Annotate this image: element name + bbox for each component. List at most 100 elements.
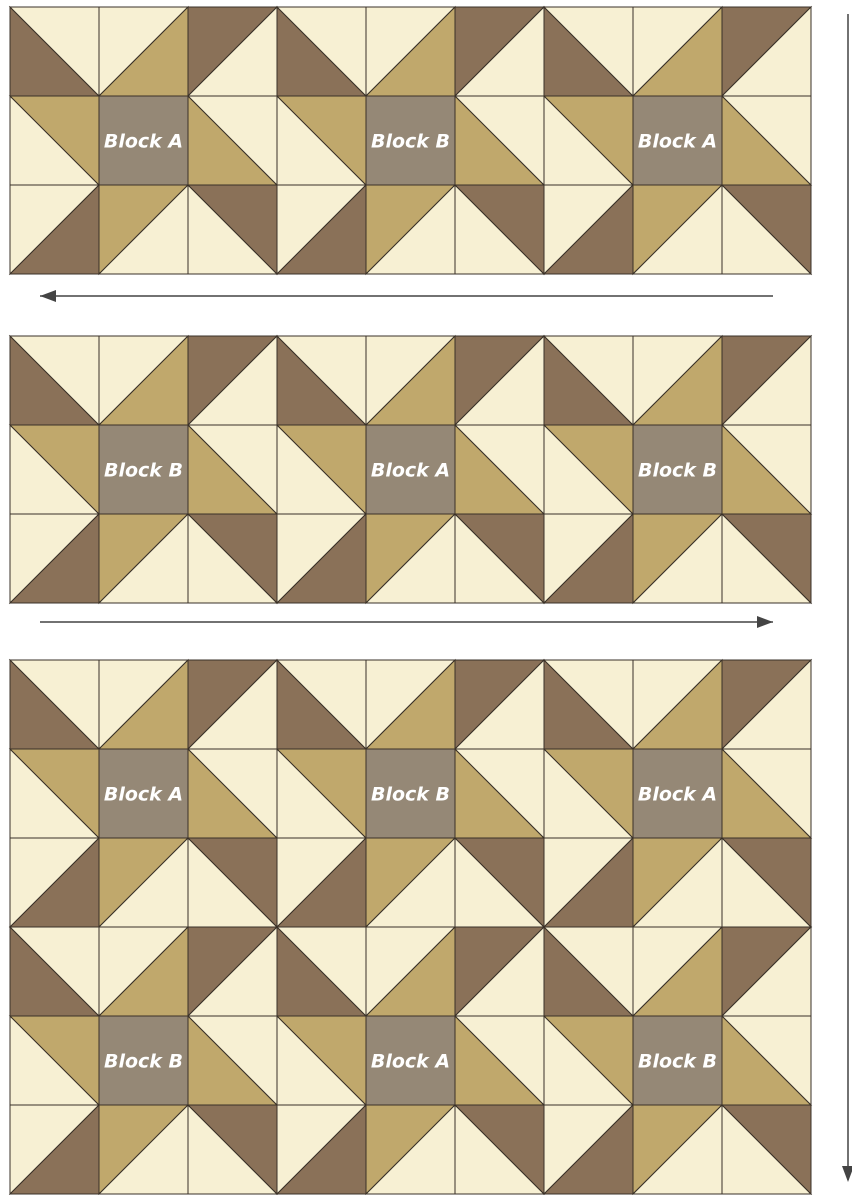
half-square-triangle [188, 838, 277, 927]
half-square-triangle [722, 7, 811, 96]
half-square-triangle [277, 514, 366, 603]
half-square-triangle [722, 185, 811, 274]
column-direction-arrow-down [842, 14, 852, 1182]
half-square-triangle [366, 927, 455, 1016]
half-square-triangle [544, 7, 633, 96]
half-square-triangle [99, 927, 188, 1016]
quilt-block: Block B [544, 336, 811, 603]
half-square-triangle [188, 1016, 277, 1105]
half-square-triangle [633, 336, 722, 425]
half-square-triangle [455, 514, 544, 603]
quilt-panel-row-2: Block B Block A Block B [10, 336, 811, 603]
half-square-triangle [277, 838, 366, 927]
half-square-triangle [544, 1016, 633, 1105]
quilt-block: Block B [544, 927, 811, 1194]
half-square-triangle [277, 7, 366, 96]
half-square-triangle [99, 838, 188, 927]
half-square-triangle [188, 514, 277, 603]
half-square-triangle [455, 336, 544, 425]
half-square-triangle [277, 336, 366, 425]
block-label: Block A [638, 784, 717, 806]
half-square-triangle [455, 660, 544, 749]
half-square-triangle [722, 927, 811, 1016]
block-label: Block A [371, 460, 450, 482]
block-label: Block A [104, 784, 183, 806]
block-label: Block B [371, 131, 450, 153]
half-square-triangle [544, 660, 633, 749]
half-square-triangle [722, 1016, 811, 1105]
half-square-triangle [366, 7, 455, 96]
half-square-triangle [722, 336, 811, 425]
half-square-triangle [277, 660, 366, 749]
half-square-triangle [722, 425, 811, 514]
quilt-block: Block A [10, 660, 277, 927]
block-label: Block A [638, 131, 717, 153]
block-label: Block B [638, 1051, 717, 1073]
half-square-triangle [722, 660, 811, 749]
half-square-triangle [10, 336, 99, 425]
half-square-triangle [455, 749, 544, 838]
block-label: Block B [104, 460, 183, 482]
half-square-triangle [10, 185, 99, 274]
half-square-triangle [188, 7, 277, 96]
half-square-triangle [366, 514, 455, 603]
half-square-triangle [633, 514, 722, 603]
half-square-triangle [633, 1105, 722, 1194]
block-label: Block A [104, 131, 183, 153]
half-square-triangle [10, 425, 99, 514]
half-square-triangle [10, 660, 99, 749]
half-square-triangle [544, 1105, 633, 1194]
half-square-triangle [722, 1105, 811, 1194]
half-square-triangle [722, 838, 811, 927]
half-square-triangle [99, 7, 188, 96]
half-square-triangle [188, 425, 277, 514]
half-square-triangle [366, 660, 455, 749]
half-square-triangle [277, 96, 366, 185]
half-square-triangle [10, 1016, 99, 1105]
half-square-triangle [366, 185, 455, 274]
half-square-triangle [10, 749, 99, 838]
half-square-triangle [188, 185, 277, 274]
half-square-triangle [10, 838, 99, 927]
half-square-triangle [277, 425, 366, 514]
half-square-triangle [544, 336, 633, 425]
half-square-triangle [633, 660, 722, 749]
quilt-block: Block B [10, 336, 277, 603]
quilt-block: Block B [10, 927, 277, 1194]
half-square-triangle [188, 927, 277, 1016]
half-square-triangle [544, 514, 633, 603]
half-square-triangle [277, 1016, 366, 1105]
half-square-triangle [366, 838, 455, 927]
quilt-block: Block A [277, 336, 544, 603]
quilt-panel-row-1: Block A Block B Block A [10, 7, 811, 274]
half-square-triangle [455, 185, 544, 274]
half-square-triangle [455, 1105, 544, 1194]
row-direction-arrow-right [40, 616, 773, 628]
half-square-triangle [722, 749, 811, 838]
quilt-block: Block A [544, 7, 811, 274]
quilt-panel-rows-joined: Block ABlock BBlock ABlock BBlock ABlock… [10, 660, 811, 1194]
half-square-triangle [99, 185, 188, 274]
quilt-block: Block A [544, 660, 811, 927]
half-square-triangle [455, 1016, 544, 1105]
half-square-triangle [277, 749, 366, 838]
half-square-triangle [188, 660, 277, 749]
half-square-triangle [633, 7, 722, 96]
half-square-triangle [10, 1105, 99, 1194]
quilt-block: Block B [277, 660, 544, 927]
quilt-block: Block A [10, 7, 277, 274]
half-square-triangle [544, 838, 633, 927]
row-direction-arrow-left [40, 290, 773, 302]
half-square-triangle [10, 96, 99, 185]
quilt-block: Block A [277, 927, 544, 1194]
half-square-triangle [188, 749, 277, 838]
half-square-triangle [10, 514, 99, 603]
half-square-triangle [366, 1105, 455, 1194]
half-square-triangle [722, 96, 811, 185]
half-square-triangle [633, 838, 722, 927]
half-square-triangle [544, 96, 633, 185]
block-label: Block B [371, 784, 450, 806]
half-square-triangle [455, 7, 544, 96]
